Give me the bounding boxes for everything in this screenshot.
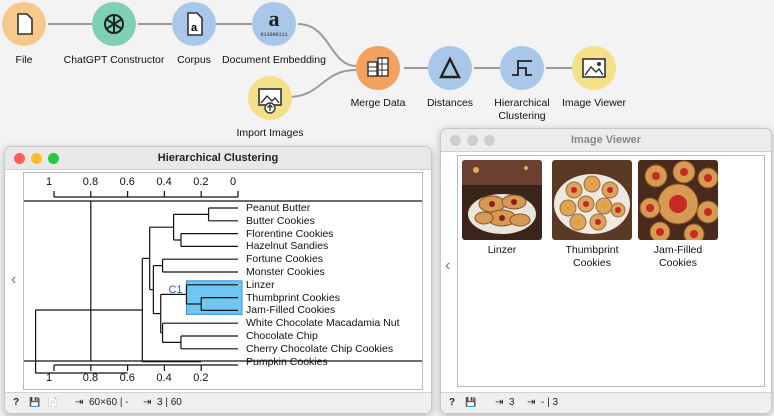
bottom-axis-tick-label: 0.2 [193, 372, 209, 384]
output-icon: ⇥ [527, 397, 536, 408]
output-icon: ⇥ [143, 397, 152, 408]
input-summary: 60×60 | - [89, 397, 129, 408]
top-axis-tick-label: 1 [46, 176, 53, 188]
save-icon[interactable]: 💾 [29, 397, 41, 407]
save-icon[interactable]: 💾 [465, 397, 477, 407]
chatgpt-node-label: ChatGPT Constructor [63, 54, 165, 66]
leaf-label[interactable]: Fortune Cookies [246, 253, 324, 266]
leaf-label[interactable]: Thumbprint Cookies [246, 291, 340, 304]
viewer-titlebar: Image Viewer [441, 129, 771, 152]
close-button[interactable] [450, 135, 461, 146]
leaf-label[interactable]: Butter Cookies [246, 214, 315, 227]
input-icon: ⇥ [495, 397, 504, 408]
bottom-axis-tick-label: 1 [46, 372, 53, 384]
import-images-node-label: Import Images [236, 127, 304, 139]
close-button[interactable] [14, 153, 25, 164]
merge-node-label: Merge Data [350, 97, 406, 109]
image-viewer-icon [582, 58, 606, 78]
linzer-cookie-image[interactable] [462, 160, 542, 240]
image-label: Jam-Filled Cookies [653, 244, 703, 269]
delta-icon [439, 56, 461, 79]
import-images-node-icon-bg[interactable] [248, 76, 292, 120]
help-icon[interactable]: ? [449, 397, 456, 408]
file-icon [17, 13, 33, 35]
hier-window-title: Hierarchical Clustering [157, 152, 279, 164]
image-grid-panel: Linzer Thumbprint Cookies [457, 155, 765, 387]
merge-icon [367, 57, 389, 77]
viewer-window-title: Image Viewer [570, 134, 642, 146]
top-axis-tick-label: 0 [230, 176, 237, 188]
leaf-label[interactable]: Hazelnut Sandies [246, 240, 329, 253]
thumbprint-cookie-image[interactable] [552, 160, 632, 240]
hclust-node-label: Hierarchical Clustering [494, 97, 550, 122]
leaf-label[interactable]: Chocolate Chip [246, 330, 318, 342]
viewer-statusbar: ? 💾 ⇥ 3 ⇥ - | 3 [441, 392, 771, 413]
hier-titlebar: Hierarchical Clustering [5, 147, 431, 170]
top-axis-tick-label: 0.6 [119, 176, 135, 188]
embedding-icon-letter: a [268, 6, 280, 31]
top-axis-tick-label: 0.8 [82, 176, 99, 188]
leaf-label[interactable]: Cherry Chocolate Chip Cookies [246, 342, 394, 355]
link-embedding-merge [297, 23, 357, 67]
image-viewer-node-icon-bg[interactable] [572, 46, 616, 90]
dendrogram-svg[interactable]: C1 [24, 173, 422, 389]
image-viewer-node-label: Image Viewer [561, 97, 626, 109]
output-summary: - | 3 [541, 397, 559, 408]
leaf-label[interactable]: Peanut Butter [246, 202, 311, 214]
openai-icon [104, 14, 124, 34]
import-images-icon [258, 88, 282, 114]
top-axis-tick-label: 0.2 [193, 176, 209, 188]
corpus-node-icon-bg[interactable]: a [172, 2, 216, 46]
embedding-icon-digits: 011000111 [260, 32, 288, 38]
bottom-axis-tick-label: 0.4 [156, 372, 172, 384]
chevron-left-icon[interactable]: ‹ [445, 257, 451, 274]
embedding-node-label: Document Embedding [222, 54, 326, 66]
output-summary: 3 | 60 [157, 397, 182, 408]
workflow-links [48, 23, 572, 98]
report-icon[interactable]: 📄 [47, 397, 59, 407]
distances-node-label: Distances [426, 97, 474, 109]
embedding-node-icon-bg[interactable]: a 011000111 [252, 2, 296, 46]
hclust-node-icon-bg[interactable] [500, 46, 544, 90]
link-images-merge [287, 69, 357, 98]
svg-text:a: a [191, 22, 198, 34]
leaf-label[interactable]: White Chocolate Macadamia Nut [246, 317, 400, 330]
cluster-label: C1 [168, 284, 182, 296]
minimize-button[interactable] [467, 135, 478, 146]
hier-statusbar: ? 💾 📄 ⇥ 60×60 | - ⇥ 3 | 60 [5, 392, 431, 413]
minimize-button[interactable] [31, 153, 42, 164]
file-node-label: File [15, 54, 33, 66]
zoom-button[interactable] [48, 153, 59, 164]
input-summary: 3 [509, 397, 515, 408]
leaf-label[interactable]: Pumpkin Cookies [246, 355, 328, 368]
zoom-button[interactable] [484, 135, 495, 146]
hierarchical-clustering-window: Hierarchical Clustering ‹ C1 Peanut Butt… [4, 146, 432, 414]
image-viewer-window: Image Viewer ‹ Linzer [440, 128, 772, 414]
top-axis-tick-label: 0.4 [156, 176, 172, 188]
input-icon: ⇥ [75, 397, 84, 408]
corpus-icon: a [187, 12, 203, 36]
distances-node-icon-bg[interactable] [428, 46, 472, 90]
leaf-label[interactable]: Monster Cookies [246, 266, 325, 278]
leaf-label[interactable]: Jam-Filled Cookies [246, 304, 336, 317]
jam-filled-cookie-image[interactable] [638, 160, 718, 240]
chevron-left-icon[interactable]: ‹ [11, 271, 17, 288]
image-label: Thumbprint Cookies [565, 244, 619, 269]
merge-node-icon-bg[interactable] [356, 46, 400, 90]
dendrogram-icon [512, 60, 532, 76]
corpus-node-label: Corpus [177, 54, 211, 66]
leaf-label[interactable]: Linzer [246, 278, 275, 291]
leaf-label[interactable]: Florentine Cookies [246, 227, 334, 240]
bottom-axis-tick-label: 0.6 [119, 372, 135, 384]
image-label: Linzer [487, 244, 517, 256]
file-node-icon-bg[interactable] [2, 2, 46, 46]
chatgpt-node-icon-bg[interactable] [92, 2, 136, 46]
help-icon[interactable]: ? [13, 397, 20, 408]
bottom-axis-tick-label: 0.8 [82, 372, 99, 384]
